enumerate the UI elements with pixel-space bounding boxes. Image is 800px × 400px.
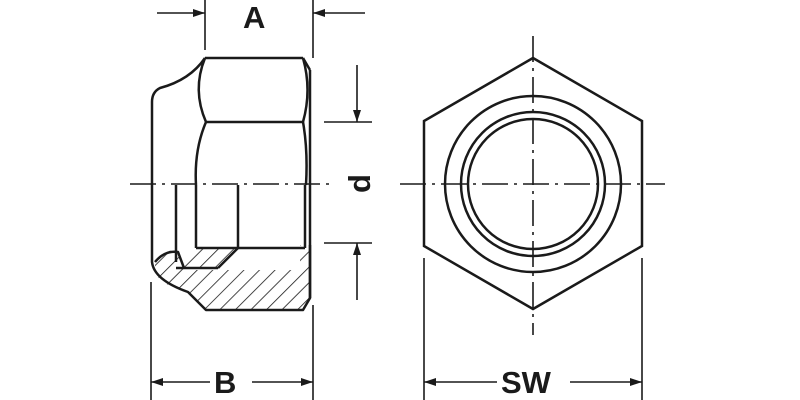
dimension-d <box>324 65 372 300</box>
cap-outline <box>150 57 312 312</box>
dimension-b <box>150 282 314 400</box>
dimension-a <box>157 0 365 58</box>
side-view <box>150 56 312 312</box>
label-b: B <box>214 365 237 400</box>
dimension-sw <box>423 258 643 400</box>
label-d: d <box>341 174 377 193</box>
label-sw: SW <box>501 365 551 400</box>
label-a: A <box>243 0 266 35</box>
hatched-section <box>155 245 310 310</box>
hex-outline <box>422 56 644 311</box>
